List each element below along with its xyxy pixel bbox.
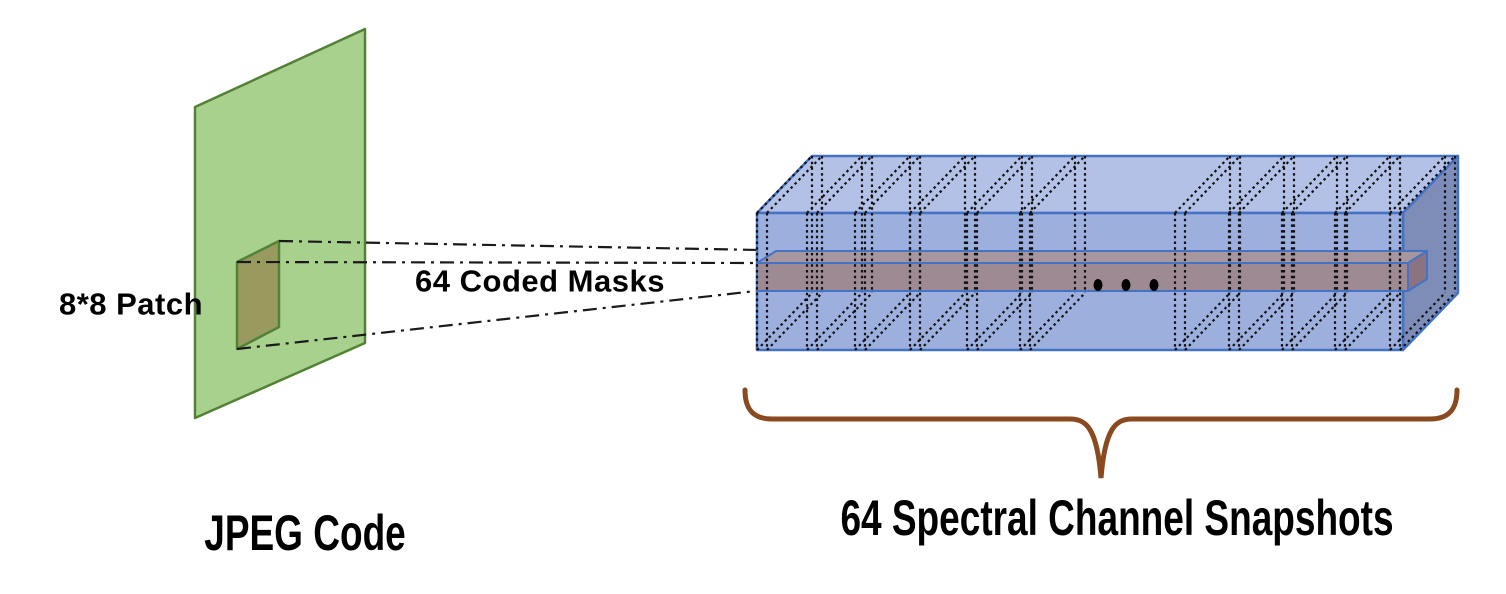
jpeg-code-label: JPEG Code [204, 505, 406, 561]
coded-mask-slice-edge [1344, 292, 1401, 351]
coded-mask-slice-edge [976, 155, 1033, 214]
coded-mask-slice-edge [1184, 155, 1241, 214]
coded-mask-slice-edge [864, 292, 921, 351]
projection-lines-group [236, 239, 761, 351]
coded-mask-slice-edge [854, 292, 911, 351]
snapshot-cube-group [755, 154, 1460, 352]
coded-mask-slice-edge [1291, 155, 1348, 214]
coded-mask-slice-edge [1019, 292, 1076, 351]
jpeg-code-plane [193, 27, 367, 420]
patch-label: 8*8 Patch [58, 286, 204, 322]
coded-mask-slice-edge [816, 292, 873, 351]
coded-mask-slice-edge [1389, 292, 1446, 351]
coded-mask-slice-edge [919, 292, 976, 351]
coded-mask-slice-edge [1334, 292, 1391, 351]
coded-mask-slice-edge [816, 155, 873, 214]
snapshots-label: 64 Spectral Channel Snapshots [840, 490, 1394, 546]
coded-mask-slice-edge [1399, 292, 1456, 351]
coded-mask-slice-edge [966, 155, 1023, 214]
highlight-slab-group [756, 250, 1428, 292]
coded-mask-slice-edge [966, 292, 1023, 351]
projection-line-top [278, 239, 761, 252]
jpeg-code-plane-group [193, 27, 367, 420]
coded-mask-slice-edge [1029, 155, 1086, 214]
coded-mask-slice-edge [756, 292, 813, 351]
coded-mask-slice-edge [1029, 292, 1086, 351]
coded-mask-slice-edge [1291, 292, 1348, 351]
ellipsis-dot-icon [1149, 279, 1159, 291]
coded-mask-slice-edge [976, 292, 1033, 351]
coded-mask-slice-edge [1344, 155, 1401, 214]
coded-mask-slice-edge [1238, 155, 1295, 214]
coded-mask-slice-edge [806, 292, 863, 351]
coded-mask-slice-edge [1238, 292, 1295, 351]
coded-mask-slice-edge [864, 155, 921, 214]
brace-icon [742, 387, 1460, 479]
coded-mask-slice-edge [756, 155, 813, 214]
patch-8x8 [235, 239, 281, 351]
ellipsis-dot-icon [1093, 279, 1103, 291]
coded-mask-slice-edge [1228, 292, 1285, 351]
ellipsis-dots [1093, 279, 1159, 291]
ellipsis-dot-icon [1121, 279, 1131, 291]
coded-masks-label: 64 Coded Masks [415, 263, 665, 299]
coded-mask-slice-edge [1389, 155, 1446, 214]
coded-mask-slice-edge [1174, 292, 1231, 351]
slab-top-face [756, 250, 1428, 264]
coded-mask-slice-edge [909, 155, 966, 214]
coded-mask-slice-edge [919, 155, 976, 214]
coded-mask-slice-edge [909, 292, 966, 351]
coded-mask-slice-edge [1174, 155, 1231, 214]
coded-mask-slice-edge [854, 155, 911, 214]
coded-mask-slices [755, 155, 1457, 351]
coded-mask-slice-edge [766, 292, 823, 351]
coded-mask-slice-edge [1019, 155, 1076, 214]
coded-mask-slice-edge [766, 155, 823, 214]
coded-mask-slice-edge [1334, 155, 1391, 214]
coded-mask-slice-edge [1399, 155, 1456, 214]
coded-mask-slice-edge [1184, 292, 1241, 351]
coded-mask-slice-edge [1281, 292, 1338, 351]
projection-line-bottom [236, 289, 757, 351]
coded-mask-slice-edge [1281, 155, 1338, 214]
coded-mask-slice-edge [1228, 155, 1285, 214]
coded-mask-slice-edge [806, 155, 863, 214]
